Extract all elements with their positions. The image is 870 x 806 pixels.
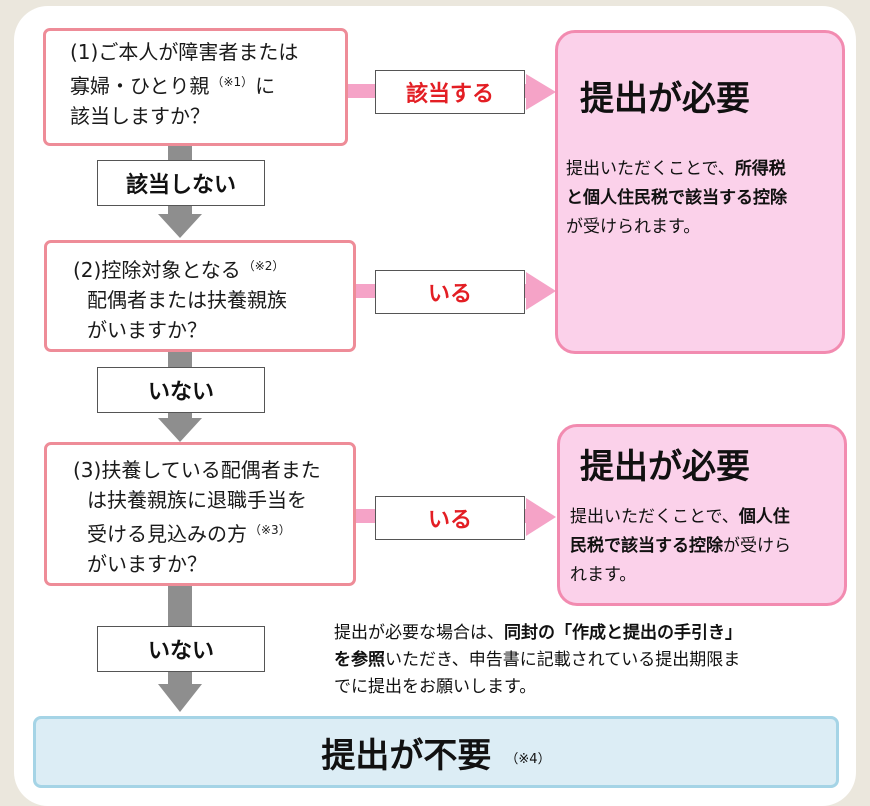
q3-line3-text: 受ける見込みの方 <box>87 522 247 546</box>
arrow-q3-yes-head <box>526 498 556 536</box>
result-1-line1-text: 提出いただくことで、 <box>566 159 735 179</box>
q2-footnote: （※2） <box>242 259 285 273</box>
question-3-box: (3)扶養している配偶者また は扶養親族に退職手当を 受ける見込みの方（※3） … <box>44 442 356 586</box>
q2-line1-text: (2)控除対象となる <box>73 258 241 282</box>
note-line2: を参照いただき、申告書に記載されている提出期限ま <box>334 647 742 674</box>
result-not-required: 提出が不要 （※4） <box>33 716 839 788</box>
question-2-box: (2)控除対象となる（※2） 配偶者または扶養親族 がいますか？ <box>44 240 356 352</box>
q2-line2: 配偶者または扶養親族 <box>87 288 287 312</box>
result-2-line1: 提出いただくことで、個人住 <box>570 503 791 532</box>
note-line1-bold: 同封の「作成と提出の手引き」 <box>504 623 742 643</box>
note-line1-text: 提出が必要な場合は、 <box>334 623 504 643</box>
arrow-q3-final-head <box>158 684 202 712</box>
q3-line2: は扶養親族に退職手当を <box>87 488 307 512</box>
result-2-line2: 民税で該当する控除が受けら <box>570 532 791 561</box>
label-no-3: いない <box>97 626 265 672</box>
arrow-q2-q3-head <box>158 418 202 442</box>
q2-line3: がいますか？ <box>87 318 207 342</box>
result-1-line3: が受けられます。 <box>566 217 701 237</box>
result-1-description: 提出いただくことで、所得税 と個人住民税で該当する控除 が受けられます。 <box>566 155 787 242</box>
final-footnote: （※4） <box>505 751 551 767</box>
result-required-1: 提出が必要 提出いただくことで、所得税 と個人住民税で該当する控除 が受けられま… <box>555 30 845 354</box>
submission-note: 提出が必要な場合は、同封の「作成と提出の手引き」 を参照いただき、申告書に記載さ… <box>334 620 742 701</box>
q1-footnote: （※1） <box>211 75 254 89</box>
q2-line1: (2)控除対象となる（※2） <box>73 251 353 285</box>
result-2-line3: れます。 <box>570 565 637 585</box>
result-required-2: 提出が必要 提出いただくことで、個人住 民税で該当する控除が受けら れます。 <box>557 424 847 606</box>
note-line2-text: いただき、申告書に記載されている提出期限ま <box>385 650 741 670</box>
note-line3: でに提出をお願いします。 <box>334 677 537 697</box>
label-yes-2: いる <box>375 270 525 314</box>
arrow-q1-q2-head <box>158 214 202 238</box>
label-no-1: 該当しない <box>97 160 265 206</box>
final-title: 提出が不要 <box>321 735 492 776</box>
label-yes-3: いる <box>375 496 525 540</box>
result-2-line2-bold: 民税で該当する控除 <box>570 536 723 556</box>
arrow-q2-yes-head <box>526 272 556 310</box>
q3-line3: 受ける見込みの方（※3） <box>73 515 353 549</box>
q1-line2: 寡婦・ひとり親（※1）に <box>70 67 345 101</box>
result-2-line1-text: 提出いただくことで、 <box>570 507 739 527</box>
result-1-line1: 提出いただくことで、所得税 <box>566 155 787 184</box>
result-1-title: 提出が必要 <box>580 79 750 119</box>
result-2-line1-bold: 個人住 <box>738 507 790 527</box>
q3-line1: (3)扶養している配偶者また <box>73 458 321 482</box>
result-2-description: 提出いただくことで、個人住 民税で該当する控除が受けら れます。 <box>570 503 791 590</box>
label-no-2: いない <box>97 367 265 413</box>
note-line2-bold: を参照 <box>334 650 385 670</box>
arrow-q1-yes-head <box>526 74 556 110</box>
label-yes-1: 該当する <box>375 70 525 114</box>
q1-line2-text: 寡婦・ひとり親 <box>70 74 210 98</box>
q3-footnote: （※3） <box>249 523 291 537</box>
q1-line1: (1)ご本人が障害者または <box>70 40 299 64</box>
result-2-title: 提出が必要 <box>580 447 750 487</box>
result-2-line2-text: が受けら <box>723 536 791 556</box>
note-line1: 提出が必要な場合は、同封の「作成と提出の手引き」 <box>334 620 742 647</box>
q1-line2-end: に <box>255 74 276 98</box>
question-1-box: (1)ご本人が障害者または 寡婦・ひとり親（※1）に 該当しますか？ <box>43 28 348 146</box>
q1-line3: 該当しますか？ <box>70 104 210 128</box>
result-1-line2: と個人住民税で該当する控除 <box>566 188 787 208</box>
result-1-line1-bold: 所得税 <box>734 159 786 179</box>
q3-line4: がいますか？ <box>87 552 207 576</box>
